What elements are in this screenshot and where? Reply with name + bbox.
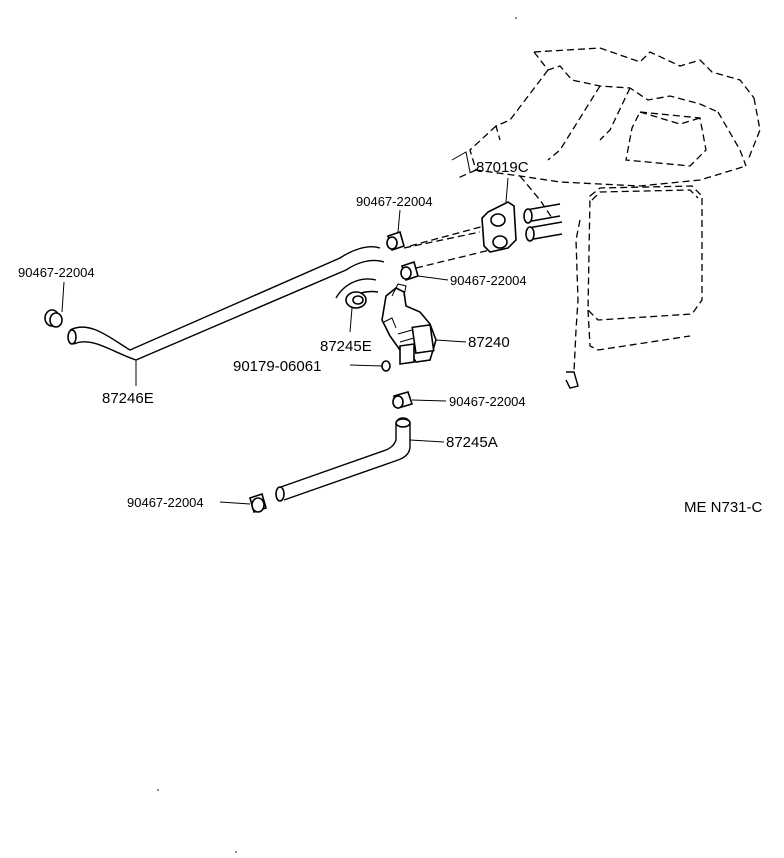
label-90179-06061: 90179-06061 bbox=[233, 358, 321, 375]
drawing-code: ME N731-C bbox=[684, 499, 763, 516]
scan-speck bbox=[157, 789, 159, 791]
label-87245e: 87245E bbox=[320, 338, 372, 355]
heater-core-pipes bbox=[523, 203, 563, 242]
heater-unit-housing bbox=[451, 47, 761, 389]
clamp-mid-right: 90467-22004 bbox=[400, 260, 527, 288]
label-clamp-top: 90467-22004 bbox=[356, 194, 433, 209]
scan-speck bbox=[515, 17, 517, 19]
label-clamp-lower-left: 90467-22004 bbox=[127, 495, 204, 510]
label-clamp-mid-right: 90467-22004 bbox=[450, 273, 527, 288]
label-87240: 87240 bbox=[468, 334, 510, 351]
label-87019c: 87019C bbox=[476, 159, 529, 176]
clamp-top: 90467-22004 bbox=[356, 194, 433, 252]
label-87246e: 87246E bbox=[102, 390, 154, 407]
grommet-87019c: 87019C bbox=[476, 159, 529, 253]
label-87245a: 87245A bbox=[446, 434, 498, 451]
clamp-lower-right: 90467-22004 bbox=[392, 391, 526, 409]
label-clamp-left-end: 90467-22004 bbox=[18, 265, 95, 280]
routing-line-upper bbox=[409, 225, 485, 247]
water-valve-87240: 87240 bbox=[381, 283, 510, 365]
clamp-lower-left: 90467-22004 bbox=[127, 492, 267, 514]
label-clamp-lower-right: 90467-22004 bbox=[449, 394, 526, 409]
bolt-90179-06061: 90179-06061 bbox=[233, 358, 391, 375]
hose-87246e: 87246E bbox=[67, 246, 385, 407]
scan-speck bbox=[235, 851, 237, 853]
hose-87245e: 87245E bbox=[320, 278, 379, 355]
routing-line-lower bbox=[415, 249, 491, 269]
clamp-left-end: 90467-22004 bbox=[18, 265, 95, 328]
routing-line-left bbox=[403, 231, 481, 249]
hose-87245a: 87245A bbox=[275, 417, 498, 502]
